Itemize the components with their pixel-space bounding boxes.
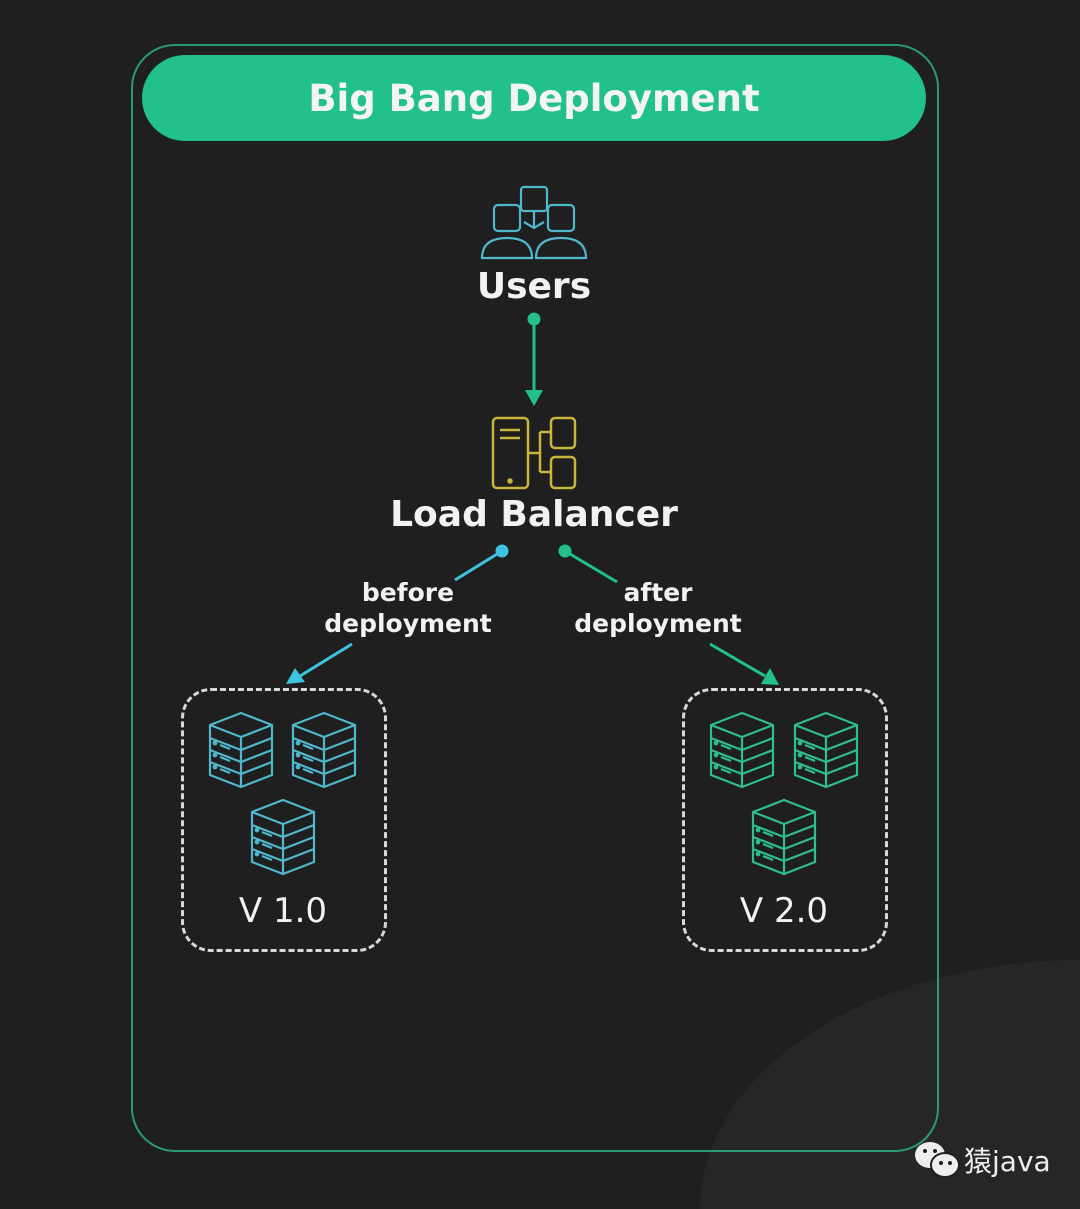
after-label-line1: after	[623, 578, 693, 607]
v1-label: V 1.0	[238, 891, 328, 931]
diagram-title: Big Bang Deployment	[308, 76, 760, 120]
watermark-text: 猿java	[964, 1145, 1051, 1178]
title-banner: Big Bang Deployment	[142, 55, 926, 141]
before-label-line2: deployment	[324, 609, 492, 638]
arrow-after-deployment	[558, 544, 779, 685]
after-label-line2: deployment	[574, 609, 742, 638]
wechat-icon	[915, 1142, 960, 1178]
after-deployment-label: after deployment	[558, 577, 758, 639]
watermark: 猿java	[912, 1138, 1051, 1182]
arrow-before-deployment	[286, 544, 509, 684]
v2-label: V 2.0	[739, 891, 829, 931]
v1-group	[181, 688, 387, 952]
users-label: Users	[476, 266, 592, 307]
users-icon	[480, 185, 588, 260]
v2-group	[682, 688, 888, 952]
before-deployment-label: before deployment	[308, 577, 508, 639]
before-label-line1: before	[361, 578, 455, 607]
load-balancer-icon	[491, 416, 577, 490]
arrow-users-to-lb	[525, 312, 543, 406]
diagram-frame	[131, 44, 939, 1152]
load-balancer-label: Load Balancer	[390, 494, 678, 535]
